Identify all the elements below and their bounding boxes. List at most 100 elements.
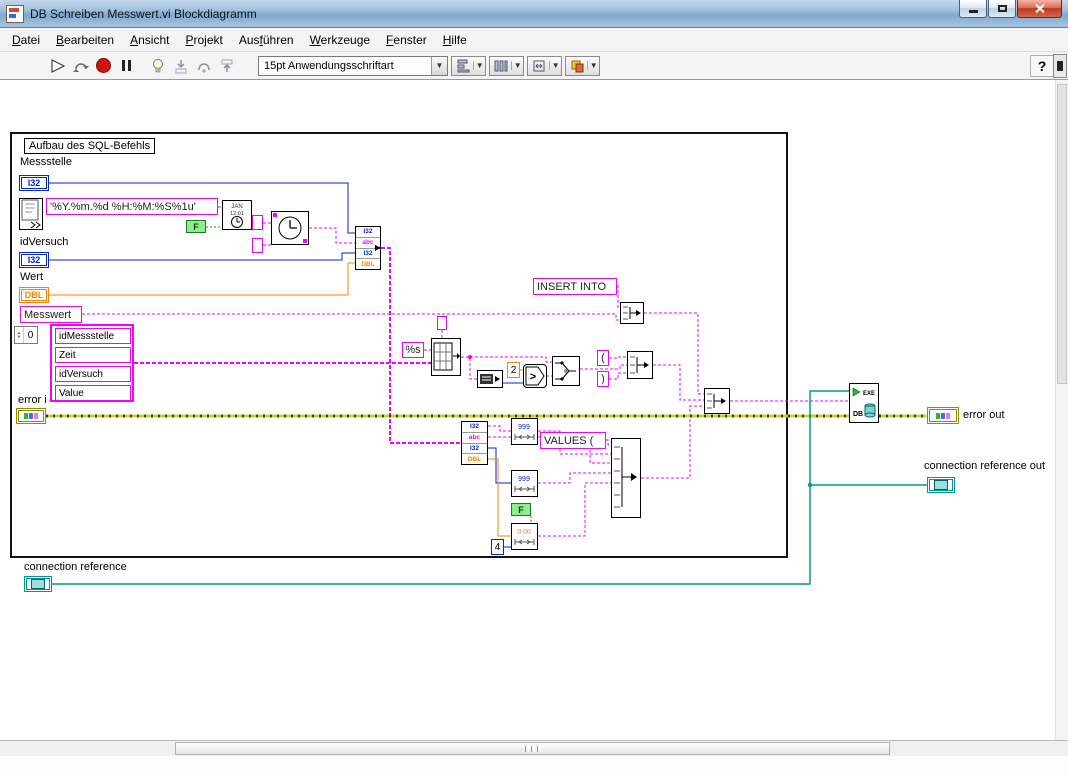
db-execute-query-node[interactable]: EXE DB <box>849 383 879 423</box>
wire-paren-open[interactable] <box>609 356 627 359</box>
select-node[interactable] <box>552 356 580 386</box>
font-dropdown-arrow-icon[interactable]: ▼ <box>431 56 447 75</box>
menu-bearbeiten[interactable]: Bearbeiten <box>56 32 115 47</box>
close-button[interactable] <box>1017 0 1062 18</box>
string-length-node[interactable] <box>477 370 503 388</box>
field-name-constant[interactable]: Value <box>55 385 131 401</box>
decoration-frame[interactable] <box>10 132 788 558</box>
distribute-objects-button[interactable]: ▼ <box>489 55 524 76</box>
terminal-idversuch[interactable]: I32 <box>19 252 49 268</box>
wire-unbundle-row4[interactable] <box>488 458 511 537</box>
array-to-spreadsheet-string-node[interactable] <box>431 338 461 376</box>
string-coerce-node-a[interactable] <box>252 215 263 230</box>
terminal-connection-reference[interactable] <box>24 576 52 592</box>
wire-unbundle-row1[interactable] <box>488 425 511 432</box>
paren-open-constant[interactable]: ( <box>597 350 609 366</box>
field-name-constant[interactable]: idMessstelle <box>55 328 131 344</box>
precision-constant[interactable]: 4 <box>491 539 504 555</box>
wire-fieldlist-to-select[interactable] <box>470 356 552 363</box>
wire-unbundle-row3[interactable] <box>488 447 511 484</box>
reorder-objects-button[interactable]: ▼ <box>565 55 600 76</box>
resize-objects-button[interactable]: ▼ <box>527 55 562 76</box>
title-bar[interactable]: DB Schreiben Messwert.vi Blockdiagramm <box>0 0 1068 28</box>
menu-projekt[interactable]: Projekt <box>185 32 223 47</box>
wire-messwert-table[interactable] <box>82 313 620 321</box>
minimize-button[interactable] <box>959 0 987 18</box>
decrement-icon[interactable]: ▼ <box>17 334 21 339</box>
maximize-button[interactable] <box>988 0 1016 18</box>
horizontal-scrollbar[interactable] <box>0 740 1068 756</box>
wire-concat1-out[interactable] <box>644 312 704 395</box>
wire-select-out[interactable] <box>580 364 627 370</box>
field-name-constant[interactable]: idVersuch <box>55 366 131 382</box>
wire-bigconcat-out[interactable] <box>641 405 704 479</box>
align-objects-button[interactable]: ▼ <box>451 55 486 76</box>
values-constant[interactable]: VALUES ( <box>540 432 606 449</box>
min-length-constant[interactable]: 2 <box>507 362 520 378</box>
step-over-button[interactable] <box>192 55 215 76</box>
boolean-false-constant-1[interactable]: F <box>186 220 206 233</box>
block-diagram-canvas[interactable]: Aufbau des SQL-Befehls Messstelle I32 '%… <box>0 80 1058 740</box>
concat-strings-node-1[interactable] <box>620 302 644 324</box>
vertical-scrollbar[interactable] <box>1055 80 1068 740</box>
vertical-scrollbar-thumb[interactable] <box>1057 84 1067 384</box>
time-format-string-constant[interactable]: '%Y.%m.%d %H:%M:%S%1u' <box>46 198 218 215</box>
help-button[interactable]: ? <box>1030 54 1054 77</box>
wire-concat2-out[interactable] <box>653 364 704 401</box>
concat-strings-node-final[interactable] <box>704 388 730 414</box>
highlight-execution-button[interactable] <box>146 55 169 76</box>
scrollbar-corner-button[interactable] <box>1053 54 1067 78</box>
run-button[interactable] <box>46 55 69 76</box>
terminal-connection-reference-out[interactable] <box>927 477 955 493</box>
horizontal-scrollbar-thumb[interactable] <box>175 742 890 755</box>
wire-values[interactable] <box>606 439 611 446</box>
run-continuously-button[interactable] <box>69 55 92 76</box>
abort-button[interactable] <box>92 55 115 76</box>
field-name-array-constant[interactable]: idMessstelle Zeit idVersuch Value <box>50 324 134 402</box>
percent-s-constant[interactable]: %s <box>402 342 424 358</box>
bundle-node[interactable]: I32 abc I32 DBL ▶ <box>355 226 381 270</box>
step-out-button[interactable] <box>215 55 238 76</box>
menu-datei[interactable]: Datei <box>12 32 41 47</box>
delimiter-constant[interactable] <box>437 316 447 330</box>
array-index-display[interactable]: ▲▼ 0 <box>14 326 38 344</box>
greater-than-node[interactable]: > <box>523 364 547 388</box>
menu-werkzeuge[interactable]: Werkzeuge <box>309 32 371 47</box>
pause-button[interactable] <box>115 55 138 76</box>
concat-strings-node-big[interactable] <box>611 438 641 518</box>
get-datetime-string-node[interactable]: JAN 12:01 <box>222 200 252 230</box>
wire-numstr-a-out[interactable] <box>538 430 611 455</box>
number-to-string-node-b[interactable]: 999 <box>511 470 538 497</box>
wire-idversuch[interactable] <box>49 252 355 261</box>
wire-numstr-c-out[interactable] <box>538 482 611 537</box>
concat-strings-node-2[interactable] <box>627 351 653 379</box>
terminal-error-in[interactable] <box>16 408 46 424</box>
number-to-string-node-c[interactable]: 0.00 <box>511 523 538 550</box>
unbundle-node[interactable]: I32 abc I32 DBL <box>461 421 488 465</box>
insert-into-constant[interactable]: INSERT INTO <box>533 278 617 295</box>
terminal-error-out[interactable] <box>927 407 959 424</box>
table-name-constant[interactable]: Messwert <box>20 306 82 323</box>
wire-unbundle-row2[interactable] <box>488 436 611 464</box>
paren-close-constant[interactable]: ) <box>597 371 609 387</box>
frame-comment-label[interactable]: Aufbau des SQL-Befehls <box>24 138 156 154</box>
datetime-to-string-node[interactable] <box>271 211 309 245</box>
menu-ausfuehren[interactable]: Ausführen <box>238 32 294 47</box>
string-coerce-node-b[interactable] <box>252 238 263 253</box>
wire-numstr-b-out[interactable] <box>538 472 611 484</box>
wire-paren-close[interactable] <box>609 372 627 380</box>
wire-insert-into[interactable] <box>617 285 620 309</box>
field-name-constant[interactable]: Zeit <box>55 347 131 363</box>
number-to-string-node-a[interactable]: 999 <box>511 418 538 445</box>
terminal-wert[interactable]: DBL <box>19 287 49 303</box>
wire-wert[interactable] <box>49 262 355 296</box>
terminal-messstelle[interactable]: I32 <box>19 175 49 191</box>
font-selector[interactable]: 15pt Anwendungsschriftart ▼ <box>258 55 448 76</box>
wire-messstelle[interactable] <box>49 182 355 234</box>
increment-icon[interactable]: ▲ <box>17 330 21 335</box>
wire-connection-ref[interactable] <box>52 390 849 585</box>
format-datetime-node[interactable] <box>19 198 43 230</box>
boolean-false-constant-2[interactable]: F <box>511 503 531 516</box>
step-into-button[interactable] <box>169 55 192 76</box>
wire-zeit[interactable] <box>309 227 355 244</box>
